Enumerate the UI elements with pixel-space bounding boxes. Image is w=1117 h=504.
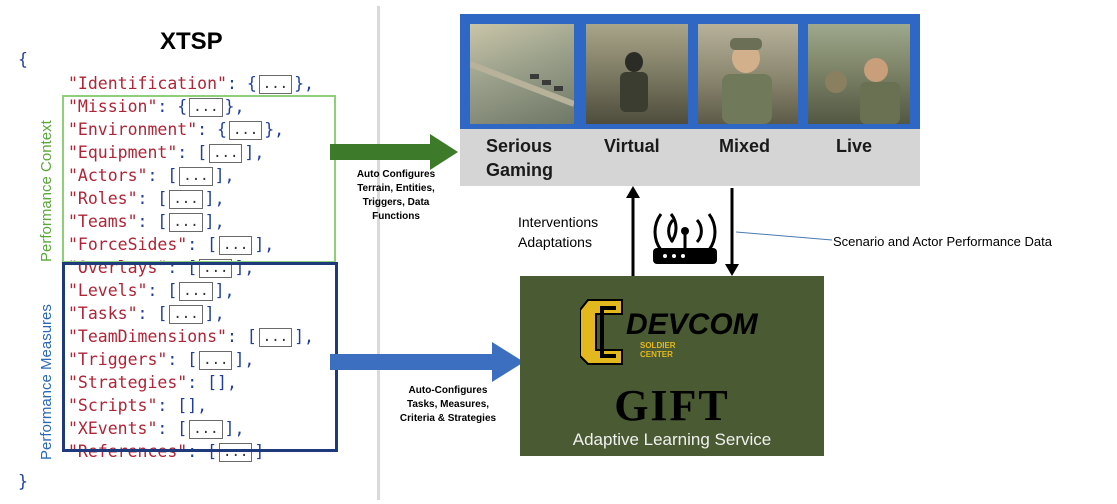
collapsed-value[interactable]: ... [169,305,203,324]
json-line: "Actors": [...], [68,166,235,186]
collapsed-value[interactable]: ... [179,282,213,301]
xtsp-panel [8,6,380,500]
collapsed-value[interactable]: ... [199,351,233,370]
json-open-brace: { [18,50,28,69]
gift-subtitle: Adaptive Learning Service [572,430,772,449]
mixed-image [698,24,798,124]
json-line: "Teams": [...], [68,212,225,232]
data-connector-line [736,231,833,241]
collapsed-value[interactable]: ... [219,236,253,255]
json-line: "ForceSides": [...], [68,235,275,255]
json-line: "Triggers": [...], [68,350,255,370]
devcom-logo: DEVCOM SOLDIER CENTER [580,299,759,365]
json-close-brace: } [18,472,28,491]
modality-mixed: Mixed [719,136,771,156]
auto-configure-top-text: Auto Configures Terrain, Entities, Trigg… [356,169,436,222]
gift-panel [520,276,824,456]
json-line: "Equipment": [...], [68,143,265,163]
auto-configure-bottom-text: Auto-Configures Tasks, Measures, Criteri… [399,385,497,424]
json-line: "Tasks": [...], [68,304,225,324]
json-line: "Strategies": [], [68,373,237,392]
performance-context-box [62,95,336,263]
modality-live: Live [836,136,873,156]
performance-context-label: Performance Context [38,120,55,262]
json-line: "Levels": [...], [68,281,235,301]
collapsed-value[interactable]: ... [258,75,293,94]
collapsed-value[interactable]: ... [179,167,213,186]
json-line: "Roles": [...], [68,189,225,209]
gift-title: GIFT [614,381,730,430]
collapsed-value[interactable]: ... [169,190,203,209]
json-line: "Mission": {...}, [68,97,245,117]
auto-configure-arrow-bottom [330,342,524,382]
performance-measures-label: Performance Measures [38,304,55,460]
collapsed-value[interactable]: ... [219,443,253,462]
devcom-logo-sub1: SOLDIER [640,341,676,350]
json-line: "TeamDimensions": [...], [68,327,314,347]
devcom-logo-text: DEVCOM [626,308,759,341]
collapsed-value[interactable]: ... [169,213,203,232]
comms-arrows [626,186,739,276]
json-line: "Scripts": [], [68,396,208,415]
devcom-logo-sub2: CENTER [640,350,673,359]
performance-measures-box [62,262,338,452]
wireless-router-icon [653,213,717,264]
interventions-adaptations-text: Interventions Adaptations [518,214,599,250]
scenario-actor-data-label: Scenario and Actor Performance Data [833,234,1052,249]
serious-gaming-image [468,24,576,124]
live-image [808,24,910,124]
collapsed-value[interactable]: ... [189,98,223,117]
modality-images-strip [460,14,920,129]
json-line: "Environment": {...}, [68,120,285,140]
collapsed-value[interactable]: ... [228,121,263,140]
json-line: "Identification": {...}, [68,74,314,94]
modality-virtual: Virtual [604,136,660,156]
collapsed-value[interactable]: ... [209,144,243,163]
json-line: "XEvents": [...], [68,419,245,439]
collapsed-value[interactable]: ... [189,420,223,439]
auto-configure-arrow-top [330,134,458,170]
virtual-image [586,24,688,124]
xtsp-title: XTSP [160,28,223,55]
collapsed-value[interactable]: ... [258,328,293,347]
